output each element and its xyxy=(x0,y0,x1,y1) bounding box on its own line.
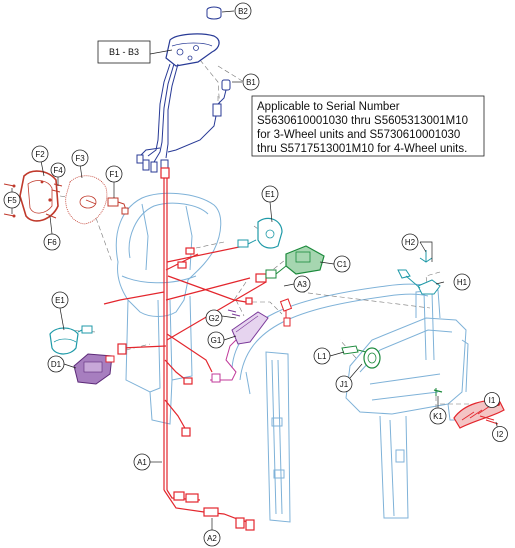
d1-module xyxy=(73,353,115,385)
svg-text:E1: E1 xyxy=(265,190,275,199)
svg-text:I1: I1 xyxy=(489,396,496,405)
svg-text:E1: E1 xyxy=(55,296,65,305)
svg-text:F1: F1 xyxy=(109,170,119,179)
svg-text:F4: F4 xyxy=(53,166,63,175)
callout-g2: G2 xyxy=(205,309,223,327)
callout-e1-left: E1 xyxy=(51,291,69,309)
svg-text:A3: A3 xyxy=(297,280,307,289)
k1-part xyxy=(433,388,443,396)
svg-text:D1: D1 xyxy=(51,360,62,369)
e1-left-pod xyxy=(49,325,93,355)
callout-a3: A3 xyxy=(293,275,311,293)
callout-i2: I2 xyxy=(492,426,508,442)
svg-text:F2: F2 xyxy=(35,150,45,159)
callout-k1: K1 xyxy=(429,407,447,425)
svg-text:L1: L1 xyxy=(318,352,327,361)
svg-text:F5: F5 xyxy=(7,196,17,205)
callout-g1: G1 xyxy=(207,331,225,349)
range-label: B1 - B3 xyxy=(109,47,139,57)
svg-text:C1: C1 xyxy=(337,260,348,269)
svg-text:K1: K1 xyxy=(433,412,443,421)
svg-text:I2: I2 xyxy=(497,430,504,439)
svg-text:G1: G1 xyxy=(211,336,222,345)
callout-h2: H2 xyxy=(401,233,419,251)
l1-j1-assembly xyxy=(341,345,381,369)
svg-text:H2: H2 xyxy=(405,238,416,247)
callout-e1-top: E1 xyxy=(261,185,279,203)
h-assembly xyxy=(397,250,441,295)
svg-text:A1: A1 xyxy=(137,458,147,467)
e1-top-pod xyxy=(237,217,283,249)
pod-cable-bundle xyxy=(136,63,217,173)
callout-d1: D1 xyxy=(47,355,65,373)
callout-a2: A2 xyxy=(203,529,221,547)
svg-text:B2: B2 xyxy=(238,7,248,16)
svg-text:A2: A2 xyxy=(207,534,217,543)
range-box: B1 - B3 xyxy=(97,40,151,64)
callout-a1: A1 xyxy=(133,453,151,471)
f-assembly xyxy=(3,170,129,225)
c1-module xyxy=(265,245,325,279)
callout-f2: F2 xyxy=(31,145,49,163)
note-line-1: Applicable to Serial Number xyxy=(257,101,400,113)
callout-f4: F4 xyxy=(50,162,66,178)
callout-c1: C1 xyxy=(333,255,351,273)
callout-b1: B1 xyxy=(242,73,260,91)
control-pod-assembly xyxy=(165,6,231,117)
callout-b2: B2 xyxy=(234,2,252,20)
main-wire-harness xyxy=(103,167,267,531)
svg-text:H1: H1 xyxy=(457,278,468,287)
g1-control-panel xyxy=(227,309,269,345)
callout-f5: F5 xyxy=(3,191,21,209)
callout-l1: L1 xyxy=(313,347,331,365)
svg-text:J1: J1 xyxy=(340,380,349,389)
a3-connector xyxy=(279,298,293,327)
note-line-2: S5630610001030 thru S5605313001M10 xyxy=(257,115,468,127)
svg-text:B1: B1 xyxy=(246,78,256,87)
callout-f6: F6 xyxy=(43,233,61,251)
callout-f3: F3 xyxy=(71,149,89,167)
callout-i1: I1 xyxy=(484,392,500,408)
svg-text:G2: G2 xyxy=(209,314,220,323)
svg-text:F6: F6 xyxy=(47,238,57,247)
svg-text:F3: F3 xyxy=(75,154,85,163)
note-line-3: for 3-Wheel units and S5730610001030 xyxy=(257,129,460,141)
note-line-4: thru S5717513001M10 for 4-Wheel units. xyxy=(257,143,467,155)
scooter-frame xyxy=(115,192,469,523)
callout-f1: F1 xyxy=(105,165,123,183)
serial-number-note: Applicable to Serial Number S56306100010… xyxy=(251,95,485,157)
callout-h1: H1 xyxy=(453,273,471,291)
callout-j1: J1 xyxy=(335,375,353,393)
